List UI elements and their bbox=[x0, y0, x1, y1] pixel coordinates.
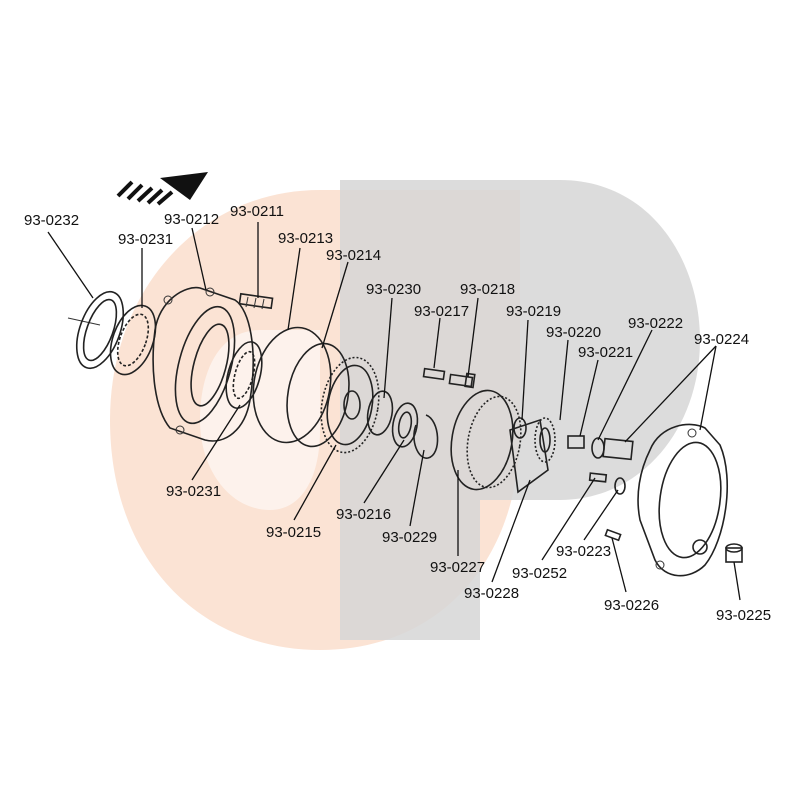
part-washer-0223 bbox=[614, 477, 626, 495]
label-93-0218: 93-0218 bbox=[460, 281, 515, 298]
part-ring-0213 bbox=[252, 326, 332, 444]
label-93-0215: 93-0215 bbox=[266, 524, 321, 541]
label-93-0216: 93-0216 bbox=[336, 506, 391, 523]
label-93-0213: 93-0213 bbox=[278, 230, 333, 247]
part-bushing-0219 bbox=[513, 417, 527, 439]
label-93-0230: 93-0230 bbox=[366, 281, 421, 298]
part-shaft-0224 bbox=[602, 437, 634, 461]
part-screw-0226 bbox=[604, 528, 622, 542]
label-93-0214: 93-0214 bbox=[326, 247, 381, 264]
part-bearing-0231-inner bbox=[225, 341, 263, 409]
part-washer-0230 bbox=[366, 390, 394, 436]
part-gear-0215 bbox=[320, 356, 380, 454]
label-93-0217: 93-0217 bbox=[414, 303, 469, 320]
part-snap-ring-0229 bbox=[413, 414, 439, 459]
part-labels: 93-0232 93-0231 93-0212 93-0211 93-0213 … bbox=[24, 203, 771, 624]
part-seal-0232 bbox=[75, 290, 125, 370]
label-93-0220: 93-0220 bbox=[546, 324, 601, 341]
forward-arrow-icon bbox=[116, 172, 208, 206]
part-pin-0217 bbox=[422, 367, 446, 381]
part-bushing-0221 bbox=[567, 435, 585, 449]
part-bolt-0218 bbox=[448, 372, 476, 389]
label-93-0222: 93-0222 bbox=[628, 315, 683, 332]
part-pin-0252 bbox=[588, 472, 608, 483]
label-93-0224: 93-0224 bbox=[694, 331, 749, 348]
label-93-0227: 93-0227 bbox=[430, 559, 485, 576]
label-93-0212: 93-0212 bbox=[164, 211, 219, 228]
label-93-0211: 93-0211 bbox=[230, 203, 284, 220]
label-93-0226: 93-0226 bbox=[604, 597, 659, 614]
watermark-logo bbox=[110, 180, 700, 650]
watermark-gray-shape bbox=[340, 180, 700, 640]
label-93-0231-inner: 93-0231 bbox=[166, 483, 221, 500]
part-washer-0216 bbox=[391, 402, 419, 448]
label-93-0228: 93-0228 bbox=[464, 585, 519, 602]
label-93-0229: 93-0229 bbox=[382, 529, 437, 546]
label-93-0225: 93-0225 bbox=[716, 607, 771, 624]
part-bearing-0231-outer bbox=[109, 304, 157, 376]
label-93-0223: 93-0223 bbox=[556, 543, 611, 560]
leader-lines bbox=[47, 222, 741, 601]
label-93-0221: 93-0221 bbox=[578, 344, 633, 361]
part-stud-0211 bbox=[238, 292, 274, 310]
label-93-0231-outer: 93-0231 bbox=[118, 231, 173, 248]
part-ring-0214 bbox=[286, 342, 350, 448]
part-plug-0225 bbox=[725, 543, 743, 563]
part-cover-0224 bbox=[637, 423, 729, 577]
label-93-0219: 93-0219 bbox=[506, 303, 561, 320]
label-93-0232: 93-0232 bbox=[24, 212, 79, 229]
part-gasket-0228 bbox=[509, 418, 549, 494]
label-93-0252: 93-0252 bbox=[512, 565, 567, 582]
part-gear-0220 bbox=[534, 417, 556, 463]
